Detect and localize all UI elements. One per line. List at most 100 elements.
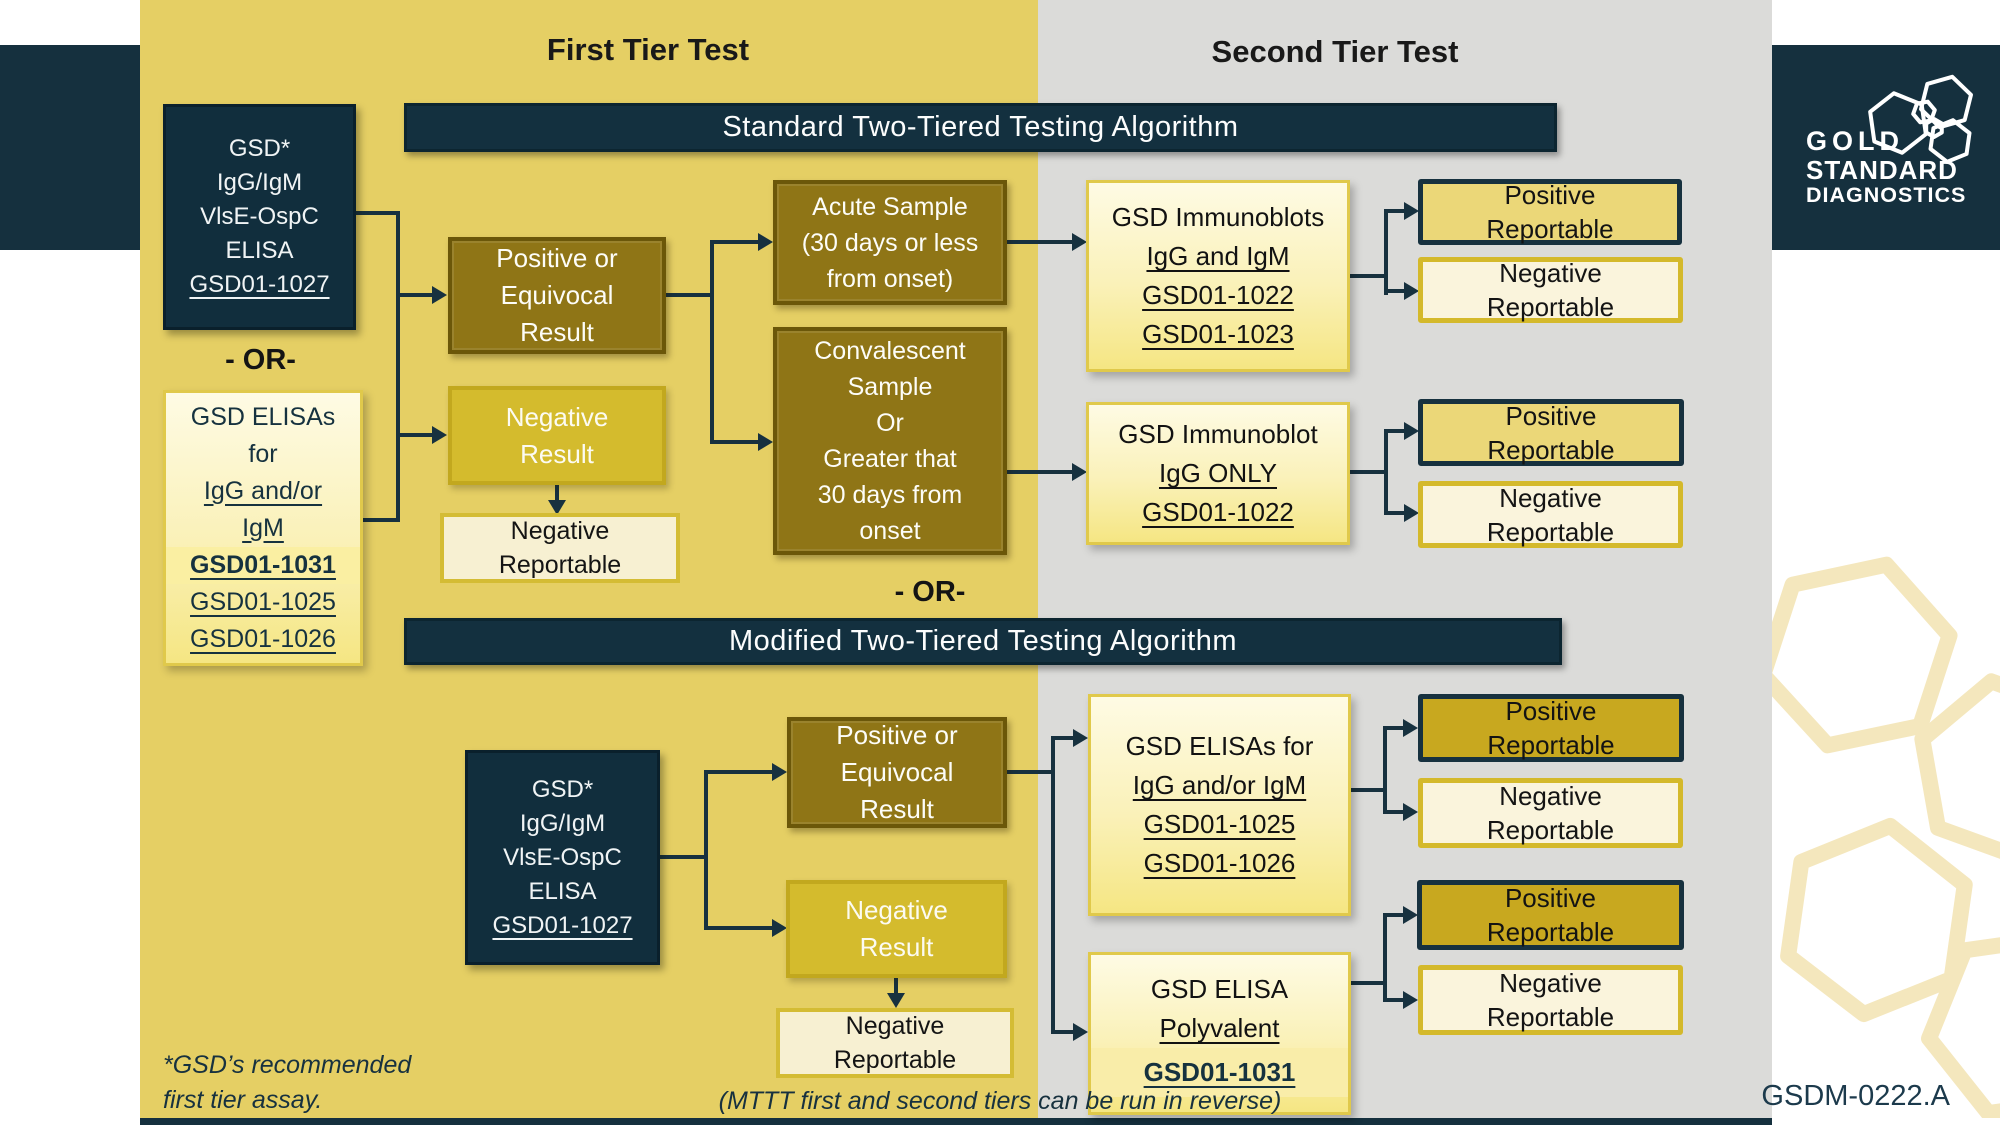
- elisas-code: GSD01-1026: [1143, 848, 1296, 878]
- sample-line: Convalescent: [814, 337, 966, 365]
- connector: [1351, 981, 1387, 985]
- immunoblot-code: GSD01-1023: [1142, 319, 1294, 349]
- result-line: Positive or: [836, 720, 958, 750]
- reportable-line: Reportable: [1486, 917, 1615, 947]
- arrowhead: [1072, 233, 1087, 251]
- elisa-line: Polyvalent: [1159, 1013, 1280, 1043]
- elisas-line: for: [248, 439, 278, 468]
- bottom-navy-strip: [140, 1118, 1772, 1125]
- result-line: Negative: [845, 895, 948, 925]
- result-line: Result: [520, 438, 594, 469]
- result-line: Negative: [505, 401, 609, 432]
- connector: [660, 855, 708, 859]
- first-tier-assay-box-modified: GSD* IgG/IgM VlsE-OspC ELISA GSD01-1027: [465, 750, 660, 965]
- elisas-second-tier-box: GSD ELISAs for IgG and/or IgM GSD01-1025…: [1088, 694, 1351, 916]
- connector: [363, 518, 400, 522]
- arrowhead: [1403, 906, 1418, 924]
- connector: [1383, 726, 1387, 814]
- connector: [1007, 770, 1055, 774]
- immunoblot-code: GSD01-1022: [1142, 280, 1294, 310]
- reportable-line: Reportable: [1486, 1002, 1615, 1032]
- arrowhead: [1404, 202, 1419, 220]
- reportable-line: Negative: [1499, 968, 1602, 998]
- arrowhead: [758, 433, 773, 451]
- assay-line: GSD*: [531, 775, 594, 803]
- second-tier-title: Second Tier Test: [1211, 34, 1459, 69]
- negative-reportable-box-std: Negative Reportable: [440, 513, 680, 583]
- reportable-line: Reportable: [1486, 292, 1615, 322]
- arrowhead: [1404, 282, 1419, 300]
- connector: [894, 978, 898, 994]
- positive-equivocal-result-box-std: Positive or Equivocal Result: [448, 237, 666, 354]
- negative-result-box-mod: Negative Result: [786, 880, 1007, 978]
- connector: [396, 433, 434, 437]
- connector: [1384, 429, 1406, 433]
- or-label-middle: - OR-: [894, 576, 966, 608]
- footnote-line: *GSD’s recommended: [163, 1051, 412, 1079]
- reportable-line: Reportable: [1486, 516, 1615, 547]
- arrowhead: [1403, 991, 1418, 1009]
- connector: [1007, 470, 1075, 474]
- arrowhead: [772, 763, 787, 781]
- standard-algorithm-banner: Standard Two-Tiered Testing Algorithm: [404, 103, 1557, 152]
- positive-reportable-box-2: Positive Reportable: [1418, 399, 1684, 466]
- sample-line: onset: [859, 517, 921, 545]
- negative-reportable-box-mod: Negative Reportable: [776, 1008, 1014, 1078]
- negative-reportable-box-4: Negative Reportable: [1418, 965, 1683, 1035]
- first-tier-title: First Tier Test: [546, 32, 750, 67]
- or-label-left: - OR-: [225, 344, 296, 376]
- assay-line: ELISA: [225, 237, 294, 264]
- connector: [710, 440, 760, 444]
- positive-reportable-box-1: Positive Reportable: [1418, 179, 1682, 245]
- assay-code: GSD01-1027: [189, 271, 330, 298]
- elisas-code: GSD01-1025: [190, 587, 336, 616]
- hexagon-watermark: [1772, 556, 2000, 1118]
- arrowhead: [1403, 719, 1418, 737]
- reportable-line: Negative: [1499, 781, 1602, 811]
- connector: [1350, 470, 1388, 474]
- elisa-line: GSD ELISA: [1150, 974, 1289, 1004]
- modified-algorithm-banner: Modified Two-Tiered Testing Algorithm: [404, 618, 1562, 665]
- reportable-line: Negative: [845, 1012, 945, 1040]
- arrowhead: [1072, 463, 1087, 481]
- immunoblot-code: GSD01-1022: [1142, 497, 1294, 527]
- footnote-line: first tier assay.: [163, 1086, 323, 1114]
- connector: [1384, 511, 1406, 515]
- assay-line: IgG/IgM: [519, 809, 606, 837]
- reportable-line: Negative: [1499, 482, 1602, 513]
- reportable-line: Reportable: [1486, 214, 1614, 244]
- connector: [354, 211, 400, 215]
- convalescent-sample-box: Convalescent Sample Or Greater that 30 d…: [773, 327, 1007, 555]
- assay-line: VlsE-OspC: [200, 203, 319, 230]
- connector: [1351, 788, 1387, 792]
- sample-line: 30 days from: [817, 481, 963, 509]
- logo-hexagons-icon: [1868, 74, 1973, 164]
- arrowhead: [1404, 504, 1419, 522]
- elisas-code: GSD01-1026: [190, 624, 336, 653]
- arrowhead: [432, 426, 447, 444]
- assay-line: VlsE-OspC: [503, 843, 622, 871]
- connector: [1383, 913, 1405, 917]
- connector: [704, 926, 774, 930]
- elisas-line: GSD ELISAs for: [1125, 731, 1314, 761]
- arrowhead: [1404, 422, 1419, 440]
- arrowhead: [887, 993, 905, 1008]
- footnote-recommended-assay: *GSD’s recommended first tier assay.: [163, 1048, 563, 1118]
- document-code: GSDM-0222.A: [1761, 1080, 1950, 1112]
- reportable-line: Negative: [510, 517, 610, 545]
- result-line: Positive or: [496, 243, 618, 273]
- positive-reportable-box-3: Positive Reportable: [1418, 694, 1684, 762]
- immunoblot-igg-only-box: GSD Immunoblot IgG ONLY GSD01-1022: [1086, 402, 1350, 545]
- connector: [1383, 998, 1405, 1002]
- immunoblot-line: GSD Immunoblot: [1118, 419, 1318, 449]
- reportable-line: Negative: [1499, 258, 1602, 288]
- reportable-line: Reportable: [1487, 730, 1615, 760]
- logo-line-gold: GOLD: [1806, 126, 1904, 156]
- positive-equivocal-result-box-mod: Positive or Equivocal Result: [787, 717, 1007, 828]
- connector: [1051, 736, 1055, 1034]
- reportable-line: Reportable: [833, 1046, 957, 1074]
- arrowhead: [1403, 803, 1418, 821]
- negative-result-box-std: Negative Result: [448, 386, 666, 485]
- assay-line: IgG/IgM: [216, 169, 303, 196]
